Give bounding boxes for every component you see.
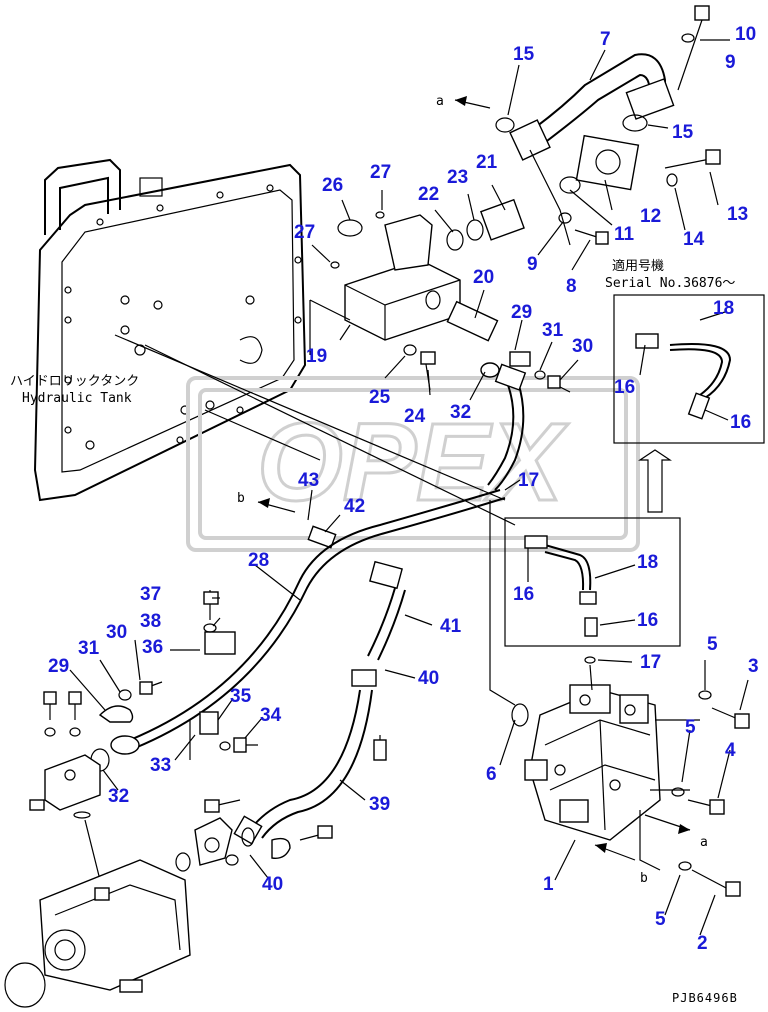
up-arrow (638, 449, 672, 513)
callout-26: 26 (322, 175, 343, 196)
callout-16: 16 (730, 412, 751, 433)
bracket-parts (90, 590, 258, 772)
arrow-b-left: b (237, 491, 245, 506)
callout-32: 32 (108, 786, 129, 807)
arrow-a-bottom: a (700, 835, 708, 850)
callout-9: 9 (725, 52, 736, 73)
callout-27: 27 (294, 222, 315, 243)
callout-24: 24 (404, 406, 426, 427)
callout-43: 43 (298, 470, 319, 491)
callout-31: 31 (542, 320, 564, 341)
callout-42: 42 (344, 496, 365, 517)
callout-12: 12 (640, 206, 661, 227)
callout-13: 13 (727, 204, 748, 225)
watermark: OPEX (186, 376, 640, 552)
leader-lines (69, 39, 749, 936)
arrow-a-top: a (436, 94, 444, 109)
callout-38: 38 (140, 611, 161, 632)
callout-34: 34 (260, 705, 282, 726)
pipe-assembly-top (495, 5, 721, 246)
pump-assembly (4, 691, 333, 1008)
callout-17: 17 (640, 652, 661, 673)
callout-41: 41 (440, 616, 462, 637)
arrow-b-bottom: b (640, 871, 648, 886)
callout-25: 25 (369, 387, 391, 408)
callout-23: 23 (447, 167, 468, 188)
callout-numbers: 15 10 7 9 15 13 12 14 11 21 23 22 26 27 … (48, 24, 759, 954)
drawing-code: PJB6496B (672, 991, 738, 1005)
callout-31: 31 (78, 638, 100, 659)
callout-20: 20 (473, 267, 494, 288)
callout-27: 27 (370, 162, 391, 183)
callout-28: 28 (248, 550, 269, 571)
watermark-text: OPEX (257, 401, 568, 524)
serial-label-en: Serial No.36876～ (605, 276, 735, 291)
callout-21: 21 (476, 152, 498, 173)
tank-label-en: Hydraulic Tank (22, 391, 132, 406)
callout-17: 17 (518, 470, 539, 491)
serial-box-upper: 適用号機 Serial No.36876～ (605, 258, 765, 444)
callout-18: 18 (637, 552, 658, 573)
serial-label-jp: 適用号機 (612, 258, 664, 274)
callout-40: 40 (262, 874, 283, 895)
callout-15: 15 (672, 122, 694, 143)
valve-block (309, 198, 525, 391)
callout-5: 5 (685, 717, 696, 738)
callout-5: 5 (655, 909, 666, 930)
callout-32: 32 (450, 402, 471, 423)
callout-29: 29 (511, 302, 532, 323)
callout-16: 16 (513, 584, 534, 605)
callout-10: 10 (735, 24, 756, 45)
tank-label-jp: ハイドロリックタンク (10, 374, 139, 389)
serial-box-lower (307, 517, 681, 647)
callout-1: 1 (543, 874, 554, 895)
callout-16: 16 (637, 610, 658, 631)
hose-39-41 (233, 560, 406, 845)
hose-17 (480, 351, 571, 491)
callout-16: 16 (614, 377, 635, 398)
hose-28 (129, 489, 501, 741)
callout-11: 11 (614, 224, 635, 245)
callout-40: 40 (418, 668, 439, 689)
callout-6: 6 (486, 764, 497, 785)
callout-18: 18 (713, 298, 734, 319)
callout-5: 5 (707, 634, 718, 655)
callout-30: 30 (572, 336, 593, 357)
callout-30: 30 (106, 622, 127, 643)
callout-15: 15 (513, 44, 535, 65)
callout-2: 2 (697, 933, 708, 954)
callout-39: 39 (369, 794, 390, 815)
callout-9: 9 (527, 254, 538, 275)
callout-22: 22 (418, 184, 439, 205)
callout-14: 14 (683, 229, 705, 250)
callout-36: 36 (142, 637, 163, 658)
control-valve (511, 656, 750, 897)
callout-19: 19 (306, 346, 327, 367)
callout-33: 33 (150, 755, 171, 776)
callout-37: 37 (140, 584, 161, 605)
callout-8: 8 (566, 276, 577, 297)
callout-7: 7 (600, 29, 611, 50)
callout-3: 3 (748, 656, 759, 677)
callout-4: 4 (725, 740, 736, 761)
ref-arrows: a b a b (237, 94, 708, 886)
callout-35: 35 (230, 686, 252, 707)
callout-29: 29 (48, 656, 69, 677)
